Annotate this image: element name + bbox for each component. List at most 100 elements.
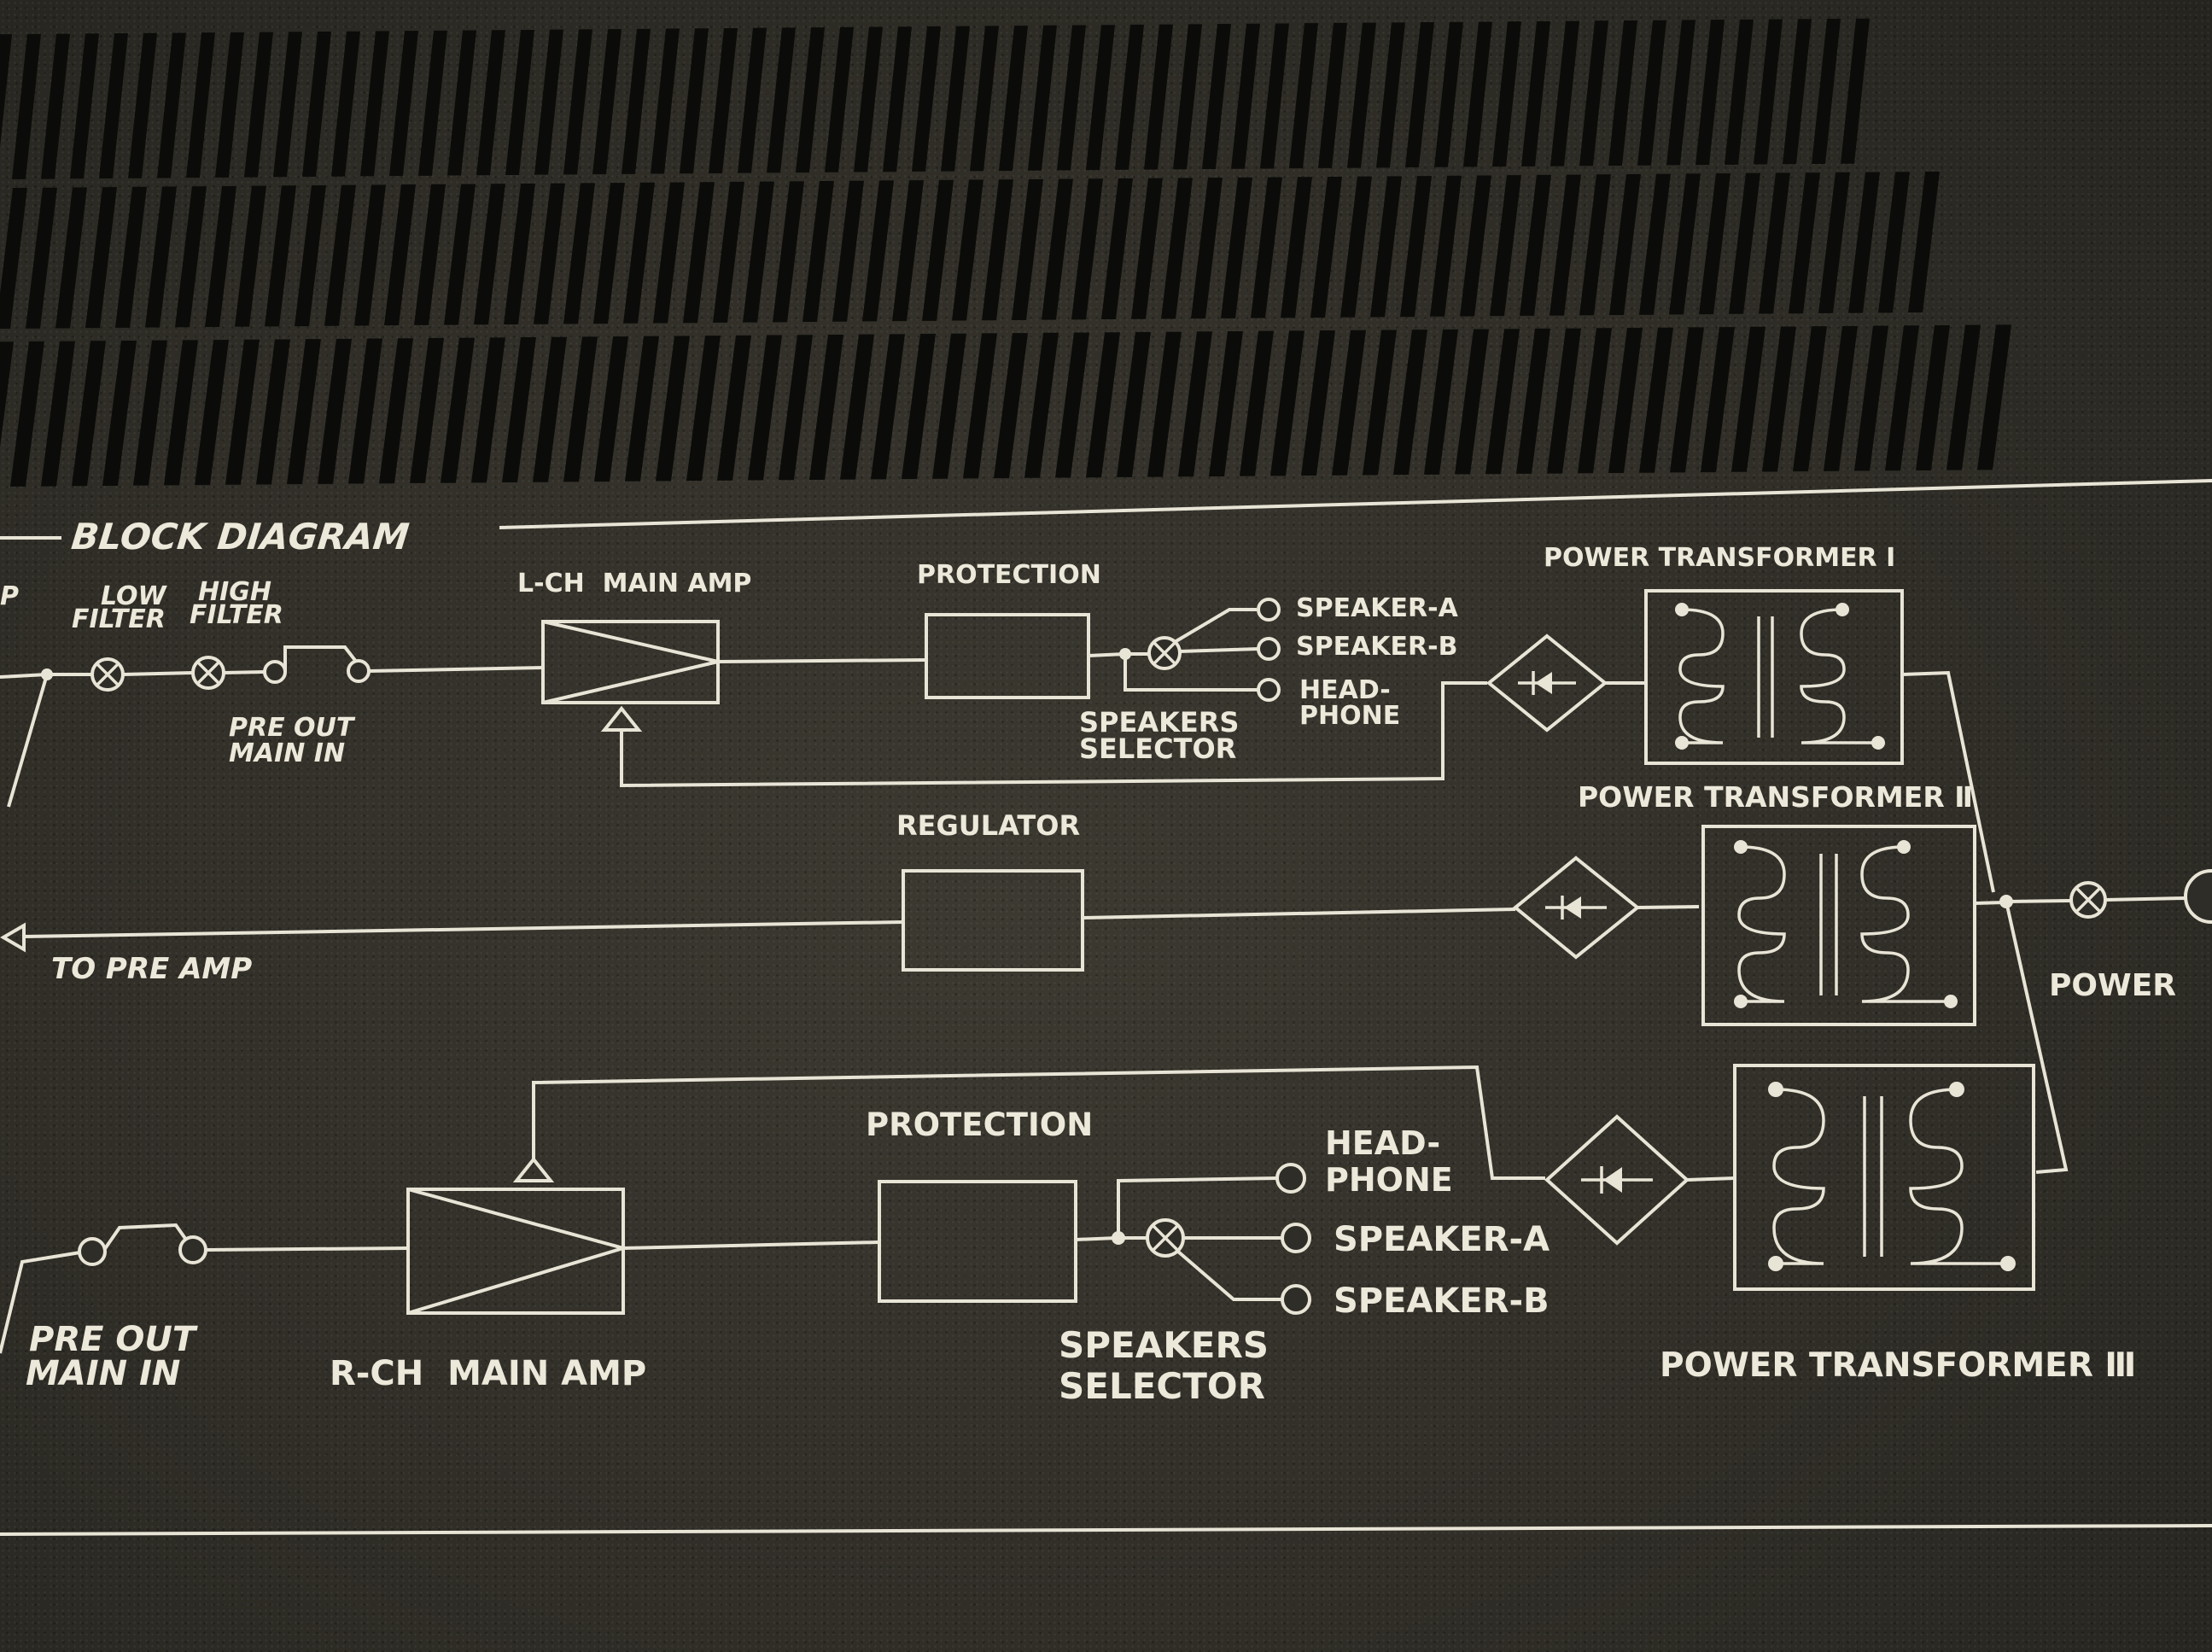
vent-slot	[418, 30, 447, 176]
vent-slot	[709, 27, 738, 173]
vent-slot	[1209, 330, 1243, 476]
vent-slot	[1485, 329, 1520, 475]
vent-slot	[683, 182, 715, 324]
vent-slot	[952, 179, 983, 321]
vent-slot	[1347, 22, 1376, 168]
vent-slot	[963, 333, 997, 479]
vent-slot	[41, 33, 70, 179]
vent-slot	[1310, 176, 1342, 318]
vent-slot	[1639, 327, 1673, 473]
vent-slot	[738, 27, 767, 173]
r-ch-pre-out-label: PRE OUT	[29, 1320, 198, 1359]
r-ch-speakers-selector-label-2: SELECTOR	[1059, 1365, 1265, 1407]
diagram-title: BLOCK DIAGRAM	[69, 516, 411, 557]
diagram-frame	[0, 479, 2212, 1536]
left-channel-path	[0, 598, 1646, 808]
vent-slot	[883, 26, 912, 172]
vent-slot	[680, 28, 709, 174]
vent-slot	[1783, 19, 1812, 165]
vent-slot	[1318, 22, 1347, 168]
to-pre-amp-arrow	[0, 922, 26, 953]
vent-slot	[324, 184, 356, 326]
vent-slot	[622, 28, 651, 174]
vent-slot	[623, 182, 655, 324]
vent-slot	[1701, 327, 1735, 473]
vent-slot	[115, 186, 147, 328]
vent-slot	[1916, 324, 1950, 470]
vent-slot	[256, 339, 290, 485]
vent-slot	[1908, 172, 1940, 313]
vent-slot	[717, 335, 751, 481]
vent-slot	[563, 29, 592, 175]
vent-slot	[912, 26, 941, 172]
l-ch-protection-label: PROTECTION	[917, 560, 1101, 590]
l-ch-speakers-selector-label-2: SELECTOR	[1079, 733, 1236, 765]
vent-slot	[1281, 177, 1312, 318]
vent-slot	[164, 340, 198, 486]
vent-slot	[1086, 332, 1120, 478]
vent-slot	[205, 185, 236, 327]
vent-slot	[1332, 330, 1366, 476]
vent-slot	[999, 26, 1028, 172]
power-cord-plug	[2184, 869, 2212, 924]
r-ch-headphone-label-1: HEAD-	[1325, 1124, 1440, 1162]
vent-slot	[1055, 332, 1089, 478]
vent-slot	[748, 335, 782, 481]
power-transformer-3	[1733, 1064, 2035, 1291]
vent-slot	[157, 32, 186, 178]
vent-slot	[1393, 330, 1427, 476]
vent-slot	[1754, 19, 1783, 165]
vent-slot	[1173, 24, 1202, 170]
vent-slot	[70, 33, 99, 179]
l-ch-speakers-selector-switch	[1147, 636, 1182, 670]
vent-slot	[474, 184, 505, 325]
vent-slot	[1231, 23, 1260, 169]
vent-slot	[186, 32, 215, 178]
vent-slot	[379, 338, 413, 484]
main-in-label: MAIN IN	[229, 738, 345, 768]
l-ch-headphone-label-1: HEAD-	[1299, 675, 1391, 705]
vent-slot	[1460, 175, 1491, 317]
vent-slot	[970, 26, 999, 172]
vent-slot	[502, 337, 536, 483]
vent-slot	[1400, 176, 1432, 318]
vent-slot	[1455, 329, 1489, 475]
vent-slot	[26, 187, 57, 329]
vent-slot	[563, 183, 595, 324]
vent-slot	[1695, 20, 1725, 166]
vent-slot	[656, 336, 690, 482]
vent-slot	[840, 334, 874, 480]
r-ch-pre-out-main-in-jack	[78, 1223, 207, 1266]
vent-slot	[410, 337, 444, 483]
vent-slot	[832, 180, 864, 322]
vent-slot	[235, 185, 266, 327]
vent-slot	[1240, 330, 1274, 476]
vent-slot	[1202, 24, 1231, 170]
vent-slot	[72, 341, 106, 487]
regulator-block	[902, 869, 1084, 972]
r-ch-headphone-terminal	[1275, 1163, 1306, 1194]
power-switch	[2069, 881, 2107, 919]
feedback-arrow	[600, 705, 643, 732]
vent-slot	[1550, 174, 1581, 316]
vent-slot	[1521, 20, 1550, 166]
vent-slot	[504, 183, 535, 324]
vent-slot	[871, 334, 905, 480]
r-ch-feedback-arrow	[512, 1156, 555, 1182]
right-channel-path	[0, 1065, 1736, 1354]
vent-slot	[195, 340, 229, 486]
rectifier-bridge-1	[1485, 633, 1608, 733]
vent-slot	[796, 27, 825, 173]
vent-slot	[1812, 18, 1841, 164]
vent-slot	[145, 186, 177, 328]
vent-slot	[1131, 178, 1163, 319]
vent-slot	[1725, 19, 1754, 165]
vent-slot	[902, 334, 936, 480]
vent-slot	[302, 31, 331, 177]
power-transformer-2	[1701, 825, 1976, 1026]
vent-slot	[476, 30, 505, 176]
vent-slot	[1405, 22, 1434, 168]
rectifier-bridge-2	[1512, 855, 1641, 960]
